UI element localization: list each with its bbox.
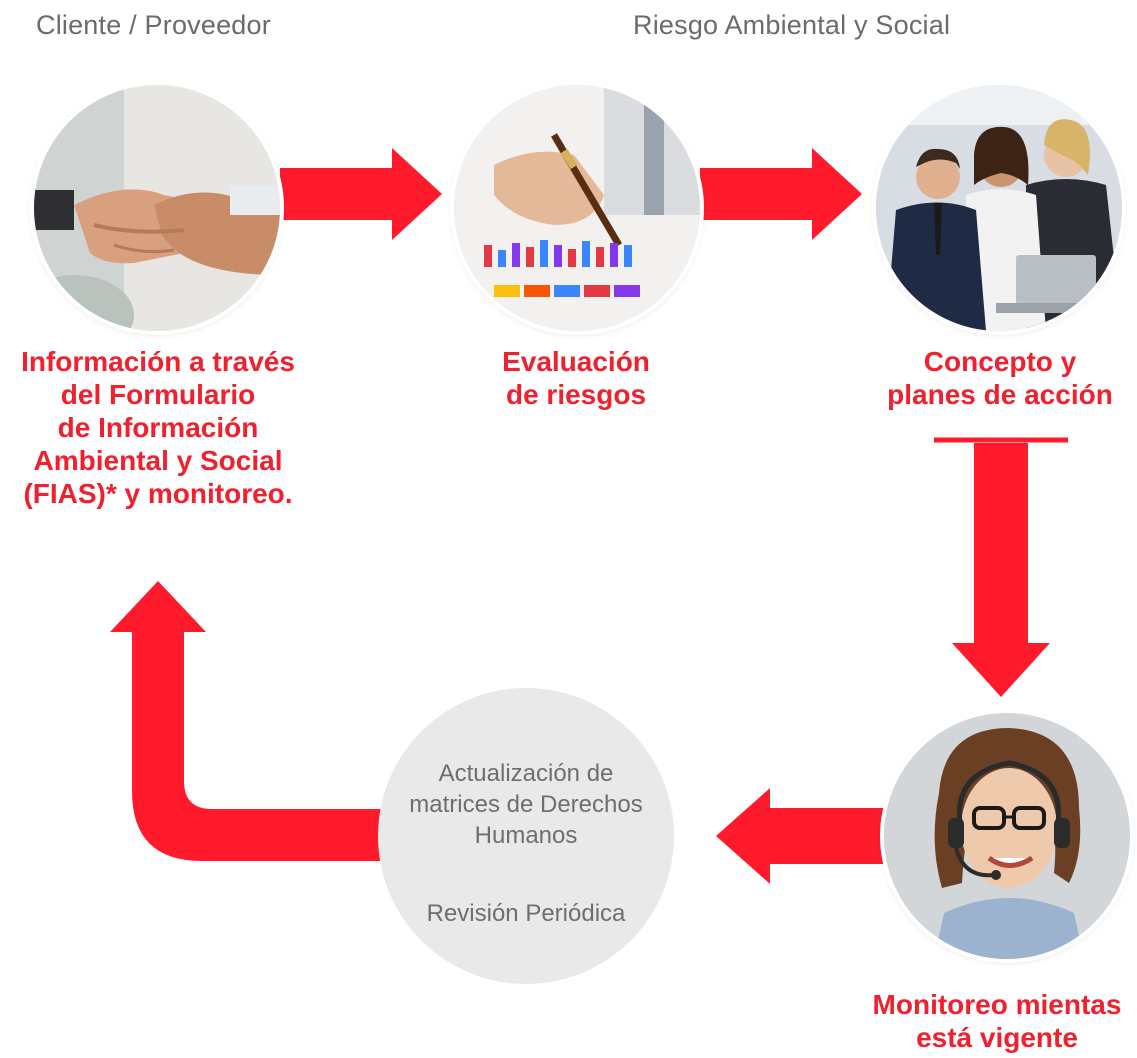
step-label-line: (FIAS)* y monitoreo. [23, 478, 293, 509]
pen-chart-icon [454, 85, 700, 331]
headset-operator-photo [884, 713, 1130, 959]
arrow-down [952, 443, 1050, 697]
review-footer: Revisión Periódica [426, 900, 626, 927]
handshake-icon [34, 85, 280, 331]
team-icon [876, 85, 1122, 331]
arrow-right-1 [280, 148, 442, 240]
step-label-risk-evaluation: Evaluación de riesgos [456, 345, 696, 411]
review-description: Actualización de matrices de Derechos Hu… [378, 758, 674, 851]
step-label-action-plans: Concepto y planes de acción [880, 345, 1120, 411]
periodic-review-circle [378, 688, 674, 984]
header-environmental-social-risk: Riesgo Ambiental y Social [633, 10, 951, 40]
review-line: matrices de Derechos [409, 791, 643, 818]
step-label-line: de riesgos [505, 379, 647, 410]
business-team-photo [876, 85, 1122, 331]
step-label-line: Monitoreo mientas [872, 989, 1122, 1020]
step-label-line: Ambiental y Social [33, 445, 283, 476]
handshake-photo [34, 85, 280, 331]
arrow-left [716, 788, 888, 884]
step-label-line: Evaluación [502, 346, 650, 377]
step-label-line: Información a través [21, 346, 295, 377]
step-label-line: del Formulario [60, 379, 256, 410]
step-label-line: de Información [57, 412, 259, 443]
step-label-line: planes de acción [887, 379, 1113, 410]
step-label-line: está vigente [916, 1022, 1078, 1053]
review-line: Humanos [474, 822, 578, 849]
step-label-fias: Información a través del Formulario de I… [0, 345, 316, 510]
arrow-return-shape [110, 581, 382, 861]
step-label-monitoring: Monitoreo mientas está vigente [857, 988, 1137, 1054]
pen-charts-photo [454, 85, 700, 331]
arrow-right-2 [700, 148, 862, 240]
step-label-line: Concepto y [923, 346, 1077, 377]
headset-icon [884, 713, 1130, 959]
header-client-supplier: Cliente / Proveedor [36, 10, 271, 40]
review-line: Actualización de [438, 760, 614, 787]
